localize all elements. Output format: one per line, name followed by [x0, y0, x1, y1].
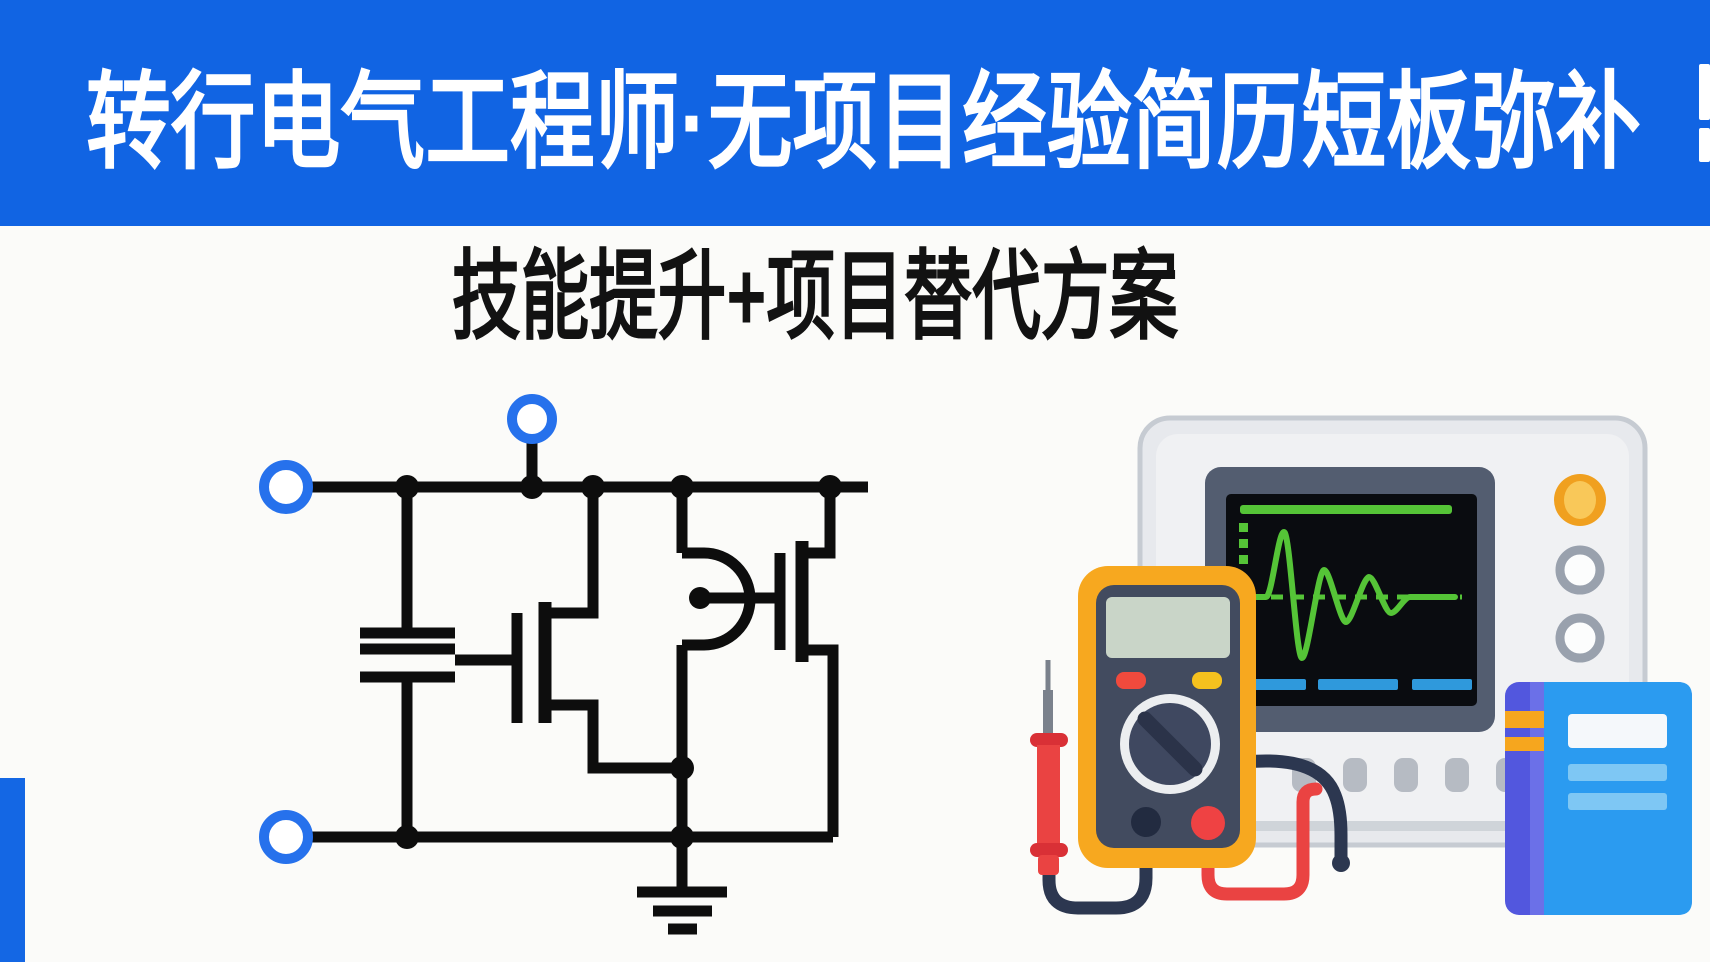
waveform-trace [1239, 505, 1462, 662]
red-test-lead [1201, 782, 1323, 901]
mosfet-symbol-left [455, 487, 682, 774]
knob-button [1555, 613, 1605, 663]
capacitor-symbol [360, 487, 455, 837]
circuit-diagram [259, 394, 868, 935]
junction-dots [395, 475, 842, 849]
terminal-left [259, 460, 313, 514]
terminal-top [507, 394, 557, 487]
equipment-illustration [1030, 415, 1692, 915]
test-probe [1030, 660, 1068, 875]
multimeter-dial [1120, 694, 1220, 794]
clipped-character-fragment [1699, 64, 1710, 120]
terminal-bottom-left [259, 810, 313, 864]
multimeter-yellow-button [1192, 672, 1222, 689]
accent-corner-block [0, 778, 25, 962]
knob-button [1555, 545, 1605, 595]
mosfet-symbol-right [774, 487, 839, 837]
power-button [1554, 474, 1606, 526]
multimeter-red-button [1116, 672, 1146, 689]
black-test-lead [1042, 819, 1153, 915]
scope-probe-cable [1238, 754, 1350, 872]
notebook-title-label [1568, 714, 1667, 748]
multimeter-lcd [1106, 597, 1230, 658]
com-port [1131, 807, 1161, 837]
header-banner: 转行电气工程师·无项目经验简历短板弥补 [0, 0, 1710, 226]
clipped-character-fragment [1699, 128, 1710, 162]
ground-symbol [637, 837, 727, 935]
screen-menu-segments [1250, 679, 1472, 690]
notebook [1505, 682, 1692, 915]
subtitle-text: 技能提升+项目替代方案 [452, 241, 1179, 351]
multimeter [1078, 566, 1256, 868]
voltage-port [1191, 806, 1225, 840]
inverter-bubble-symbol [676, 487, 780, 837]
page-title: 转行电气工程师·无项目经验简历短板弥补 [86, 64, 1641, 182]
